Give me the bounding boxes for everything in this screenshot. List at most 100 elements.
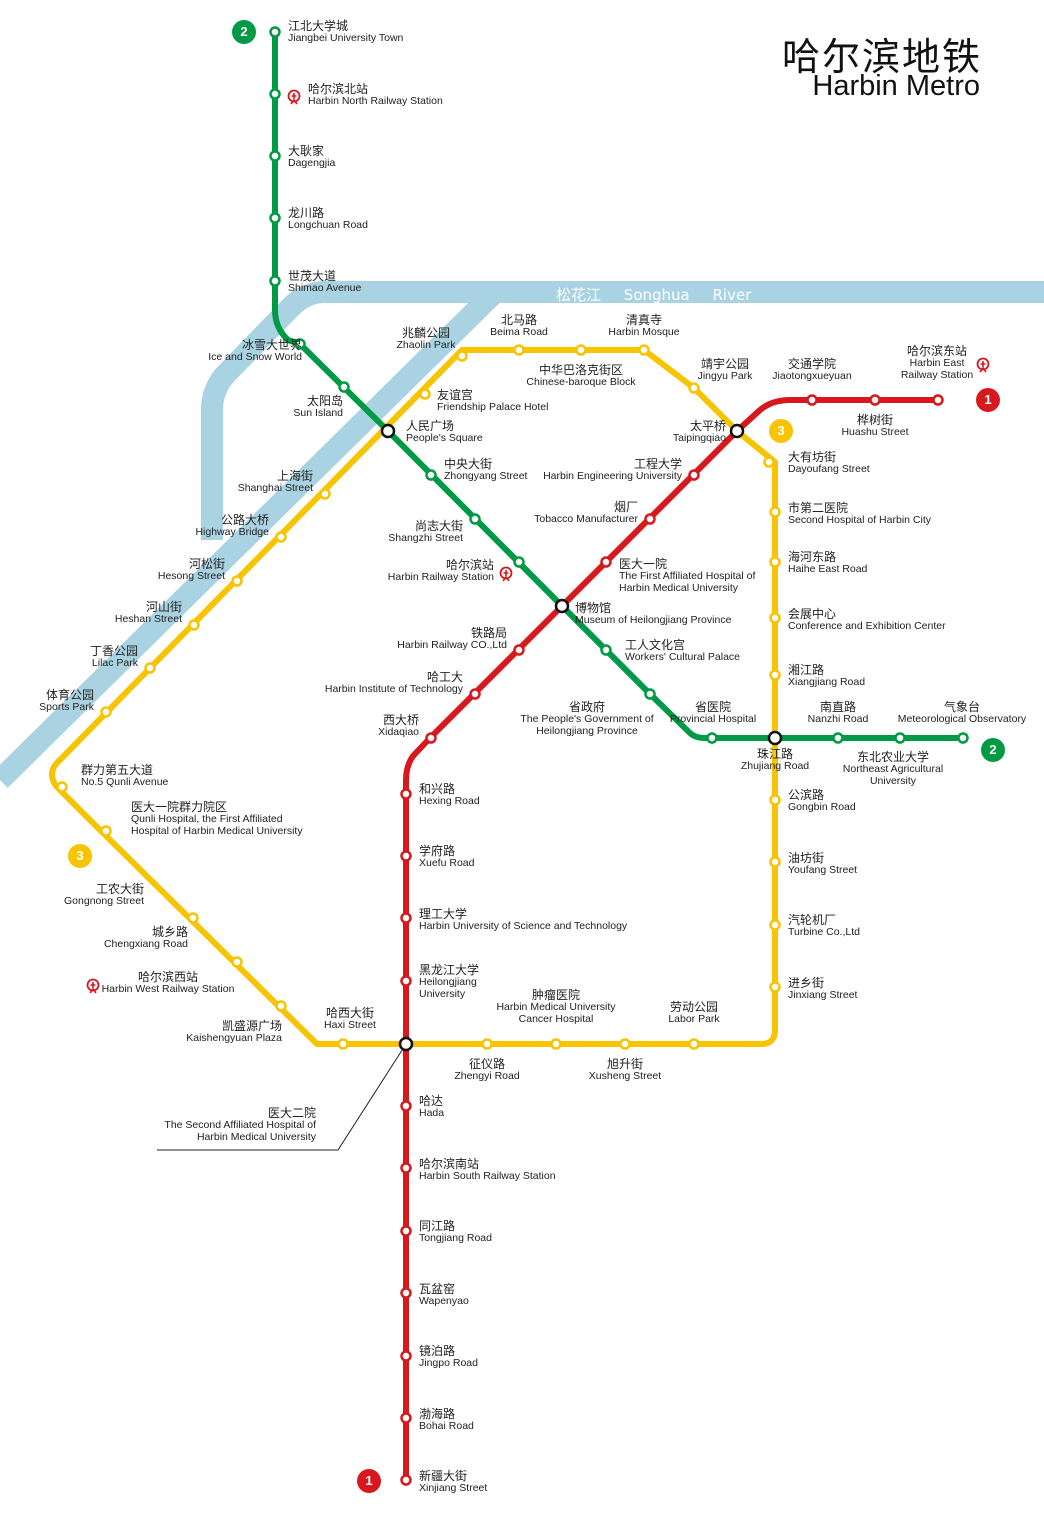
- station-dot[interactable]: [638, 344, 650, 356]
- station-dot[interactable]: [894, 732, 906, 744]
- station-dot[interactable]: [187, 912, 199, 924]
- station-dot[interactable]: [600, 556, 612, 568]
- station-dot[interactable]: [400, 1412, 412, 1424]
- station-dot[interactable]: [769, 794, 781, 806]
- station-dot[interactable]: [513, 344, 525, 356]
- station-dot[interactable]: [269, 150, 281, 162]
- station-dot[interactable]: [769, 556, 781, 568]
- station-dot[interactable]: [706, 732, 718, 744]
- station-dot[interactable]: [188, 619, 200, 631]
- interchange-peoples-square[interactable]: [380, 423, 396, 439]
- station-dot[interactable]: [269, 212, 281, 224]
- station-dot[interactable]: [294, 338, 306, 350]
- station-dot[interactable]: [769, 981, 781, 993]
- station-dot[interactable]: [644, 513, 656, 525]
- station-dot[interactable]: [100, 825, 112, 837]
- station-dot[interactable]: [769, 919, 781, 931]
- station-dot[interactable]: [763, 456, 775, 468]
- station-dot[interactable]: [688, 469, 700, 481]
- station-dot[interactable]: [144, 662, 156, 674]
- station-dot[interactable]: [425, 732, 437, 744]
- station-dot[interactable]: [419, 388, 431, 400]
- station-dot[interactable]: [688, 1038, 700, 1050]
- station-dot[interactable]: [400, 975, 412, 987]
- station-dot[interactable]: [769, 856, 781, 868]
- station-dot[interactable]: [337, 1038, 349, 1050]
- station-dot[interactable]: [269, 26, 281, 38]
- station-dot[interactable]: [400, 1100, 412, 1112]
- station-dot[interactable]: [769, 506, 781, 518]
- station-dot[interactable]: [400, 788, 412, 800]
- station-dot[interactable]: [56, 781, 68, 793]
- station-dot[interactable]: [275, 531, 287, 543]
- station-dot[interactable]: [806, 394, 818, 406]
- interchange-museum[interactable]: [554, 598, 570, 614]
- station-dot[interactable]: [400, 1350, 412, 1362]
- interchange-taipingqiao[interactable]: [729, 423, 745, 439]
- station-dot[interactable]: [513, 644, 525, 656]
- station-dot[interactable]: [319, 488, 331, 500]
- station-dot[interactable]: [644, 688, 656, 700]
- interchange-second-affiliated-hospital[interactable]: [398, 1036, 414, 1052]
- station-dot[interactable]: [338, 381, 350, 393]
- station-dot[interactable]: [619, 1038, 631, 1050]
- station-dot[interactable]: [481, 1038, 493, 1050]
- station-dot[interactable]: [400, 1474, 412, 1486]
- station-dot[interactable]: [100, 706, 112, 718]
- station-dot[interactable]: [456, 350, 468, 362]
- station-dot[interactable]: [400, 850, 412, 862]
- station-dot[interactable]: [269, 275, 281, 287]
- station-dot[interactable]: [400, 912, 412, 924]
- station-dot[interactable]: [400, 1287, 412, 1299]
